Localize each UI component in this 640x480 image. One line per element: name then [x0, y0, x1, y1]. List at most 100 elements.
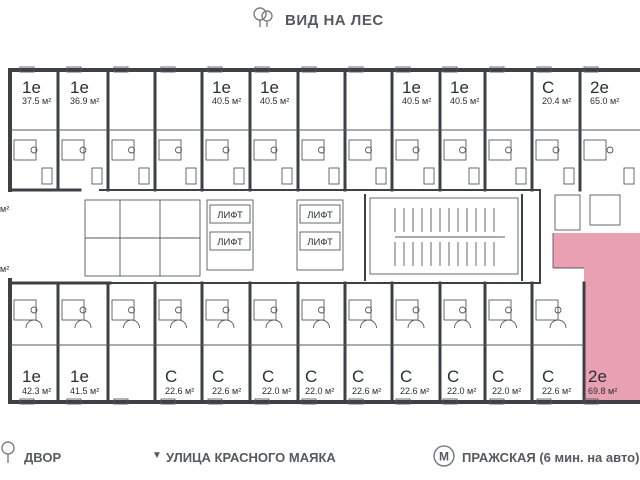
- window: [489, 66, 505, 73]
- bath-fixture: [515, 167, 527, 185]
- sink: [175, 146, 182, 154]
- sink: [30, 146, 38, 154]
- apartment-bottom-area-label: 22.6 м²: [400, 386, 429, 396]
- bathroom: [348, 139, 372, 161]
- sink: [270, 146, 278, 154]
- window: [348, 398, 364, 405]
- apartment-top-type-label: 1е: [22, 78, 41, 97]
- apartment-bottom-area-label: 22.6 м²: [542, 386, 571, 396]
- bath-fixture: [233, 167, 245, 185]
- bath-fixture: [328, 167, 340, 185]
- bathroom: [301, 299, 325, 321]
- bathroom: [443, 299, 467, 321]
- sink: [554, 306, 562, 314]
- apartment-bottom-type-label: С: [542, 367, 554, 386]
- bathroom: [111, 139, 135, 161]
- window: [489, 398, 505, 405]
- door-swing: [407, 319, 425, 329]
- window: [301, 398, 317, 405]
- apartment-top-area-label: 20.4 м²: [542, 96, 571, 106]
- bath-fixture: [281, 167, 293, 185]
- sink: [270, 306, 278, 314]
- sink: [318, 306, 325, 314]
- stairwell: [369, 197, 519, 275]
- bathroom: [253, 299, 277, 321]
- window: [536, 398, 552, 405]
- bath-fixture: [375, 167, 387, 185]
- lift-label: ЛИФТ: [307, 210, 333, 221]
- bath-fixture: [468, 167, 480, 185]
- sink: [79, 306, 87, 314]
- bathroom: [61, 139, 85, 161]
- sink: [412, 146, 420, 154]
- apartment-bottom-area-label: 22.0 м²: [305, 386, 334, 396]
- window: [395, 398, 411, 405]
- sink: [459, 146, 466, 154]
- door-swing: [265, 319, 283, 329]
- apartment-top-area-label: 37.5 м²: [22, 96, 51, 106]
- window: [160, 398, 176, 405]
- window: [583, 66, 599, 73]
- tree-icon: [253, 7, 273, 27]
- apartment-top-area-label: 40.5 м²: [260, 96, 289, 106]
- door-swing: [360, 319, 377, 329]
- bathroom: [158, 139, 182, 161]
- bathroom: [488, 139, 512, 161]
- apartment-top-type-label: С: [542, 78, 554, 97]
- window: [301, 66, 317, 73]
- lift-label: ЛИФТ: [307, 237, 333, 248]
- lift-box: [299, 204, 341, 224]
- bath-fixture: [138, 167, 150, 185]
- bath-fixture: [91, 167, 103, 185]
- tree-icon-yard: [1, 441, 15, 463]
- lift-label: ЛИФТ: [217, 210, 243, 221]
- window: [254, 66, 270, 73]
- window: [66, 66, 82, 73]
- utility: [554, 194, 581, 231]
- apartment-bottom-type-label: С: [165, 367, 177, 386]
- utility: [589, 194, 621, 226]
- street-label: УЛИЦА КРАСНОГО МАЯКА: [166, 450, 336, 465]
- window: [536, 66, 552, 73]
- bath-fixture: [41, 167, 53, 185]
- bath-fixture: [423, 167, 435, 185]
- sink: [30, 306, 38, 314]
- bathroom: [583, 139, 607, 161]
- apartment-top-type-label: 1е: [260, 78, 279, 97]
- apartment-top-area-label: 40.5 м²: [450, 96, 479, 106]
- apartment-bottom-type-label: 1е: [70, 367, 89, 386]
- door-swing: [170, 319, 187, 329]
- sink: [222, 306, 230, 314]
- apartment-top-type-label: 1е: [450, 78, 469, 97]
- window: [442, 398, 458, 405]
- bath-fixture: [563, 167, 575, 185]
- bathroom: [535, 139, 559, 161]
- apartment-top-type-label: 1е: [70, 78, 89, 97]
- yard-label: ДВОР: [24, 450, 62, 465]
- bathroom: [348, 299, 372, 321]
- window: [19, 398, 35, 405]
- apartment-top-area-label: 65.0 м²: [590, 96, 619, 106]
- apartment-top-area-label: 40.5 м²: [402, 96, 431, 106]
- window: [254, 398, 270, 405]
- sink: [175, 306, 182, 314]
- window: [207, 66, 223, 73]
- svg-text:М: М: [439, 450, 449, 464]
- window: [19, 66, 35, 73]
- apartment-bottom-type-label: 1е: [22, 367, 41, 386]
- door-swing: [25, 319, 43, 329]
- apartment-bottom-area-label: 42.3 м²: [22, 386, 51, 396]
- door-swing: [454, 319, 471, 329]
- apartment-bottom-type-label: С: [305, 367, 317, 386]
- bathroom: [205, 299, 229, 321]
- bathroom: [13, 139, 37, 161]
- sink: [459, 306, 466, 314]
- bathroom: [443, 139, 467, 161]
- sink: [365, 306, 372, 314]
- bathroom: [535, 299, 559, 321]
- apartment-bottom-area-label: 22.6 м²: [165, 386, 194, 396]
- bath-fixture: [623, 167, 635, 185]
- lift-label: ЛИФТ: [217, 237, 243, 248]
- window: [66, 398, 82, 405]
